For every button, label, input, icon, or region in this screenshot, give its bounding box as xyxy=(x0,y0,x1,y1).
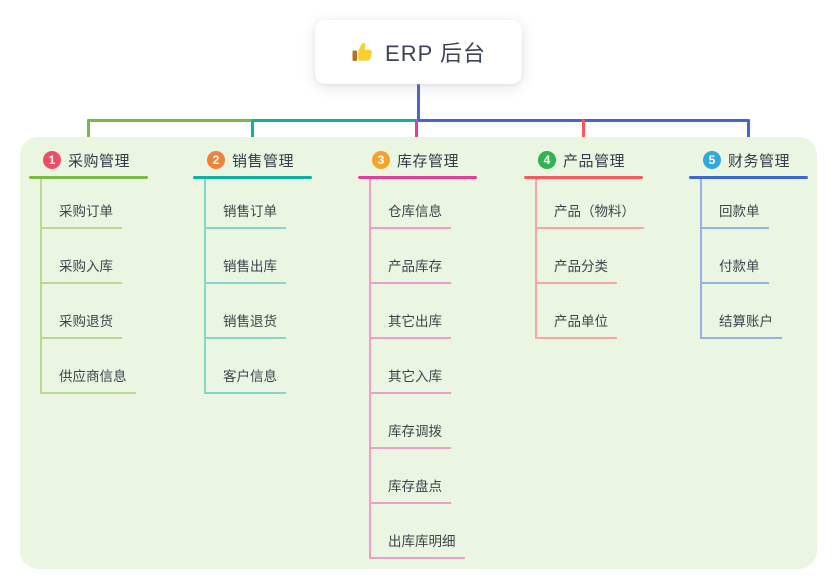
child-node: 供应商信息 xyxy=(42,339,148,394)
child-node: 仓库信息 xyxy=(371,179,477,229)
branch-sales-header[interactable]: 2 销售管理 xyxy=(193,148,312,172)
branch-underline xyxy=(358,176,477,179)
branch-underline xyxy=(29,176,148,179)
connector-drop-finance xyxy=(747,119,750,148)
branch-title: 库存管理 xyxy=(397,152,460,170)
child-node: 销售退货 xyxy=(206,284,312,339)
branch-product: 4 产品管理 产品（物料） 产品分类 产品单位 xyxy=(524,148,644,339)
child-label[interactable]: 客户信息 xyxy=(206,365,286,394)
child-node: 销售出库 xyxy=(206,229,312,284)
branch-title: 采购管理 xyxy=(68,152,131,170)
branch-underline xyxy=(193,176,312,179)
connector-drop-inventory xyxy=(415,119,418,148)
child-node: 采购入库 xyxy=(42,229,148,284)
branch-number-badge: 2 xyxy=(207,151,225,169)
connector-root-vertical xyxy=(417,84,420,122)
child-label[interactable]: 回款单 xyxy=(702,200,769,229)
child-label[interactable]: 产品分类 xyxy=(537,255,617,284)
child-node: 产品分类 xyxy=(537,229,643,284)
branch-title: 产品管理 xyxy=(563,152,626,170)
thumbs-up-icon xyxy=(351,40,375,64)
child-label[interactable]: 采购入库 xyxy=(42,255,122,284)
branch-children: 采购订单 采购入库 采购退货 供应商信息 xyxy=(40,179,148,394)
child-label[interactable]: 产品单位 xyxy=(537,310,617,339)
branch-underline xyxy=(689,176,808,179)
connector-bus-purchase xyxy=(87,119,254,122)
child-node: 产品（物料） xyxy=(537,179,644,229)
child-node: 付款单 xyxy=(702,229,808,284)
child-node: 库存调拨 xyxy=(371,394,477,449)
child-label[interactable]: 销售出库 xyxy=(206,255,286,284)
child-node: 产品库存 xyxy=(371,229,477,284)
child-label[interactable]: 供应商信息 xyxy=(42,365,136,394)
root-node[interactable]: ERP 后台 xyxy=(315,20,522,84)
child-label[interactable]: 出库库明细 xyxy=(371,530,465,559)
child-label[interactable]: 销售订单 xyxy=(206,200,286,229)
child-label[interactable]: 采购订单 xyxy=(42,200,122,229)
child-label[interactable]: 仓库信息 xyxy=(371,200,451,229)
branch-children: 产品（物料） 产品分类 产品单位 xyxy=(535,179,644,339)
child-label[interactable]: 库存盘点 xyxy=(371,475,451,504)
connector-bus-sales xyxy=(252,119,419,122)
connector-drop-purchase xyxy=(87,119,90,148)
branch-children: 回款单 付款单 结算账户 xyxy=(700,179,808,339)
branches-panel xyxy=(20,137,817,569)
branch-number-badge: 4 xyxy=(538,151,556,169)
child-node: 其它入库 xyxy=(371,339,477,394)
child-node: 销售订单 xyxy=(206,179,312,229)
branch-number-badge: 5 xyxy=(703,151,721,169)
branch-product-header[interactable]: 4 产品管理 xyxy=(524,148,643,172)
branch-children: 仓库信息 产品库存 其它出库 其它入库 库存调拨 库存盘点 出库库明细 xyxy=(369,179,477,559)
branch-inventory: 3 库存管理 仓库信息 产品库存 其它出库 其它入库 库存调拨 库存盘点 出库库… xyxy=(358,148,477,559)
child-label[interactable]: 其它出库 xyxy=(371,310,451,339)
child-label[interactable]: 库存调拨 xyxy=(371,420,451,449)
child-label[interactable]: 产品库存 xyxy=(371,255,451,284)
branch-purchase-header[interactable]: 1 采购管理 xyxy=(29,148,148,172)
child-label[interactable]: 结算账户 xyxy=(702,310,782,339)
child-node: 库存盘点 xyxy=(371,449,477,504)
branch-children: 销售订单 销售出库 销售退货 客户信息 xyxy=(204,179,312,394)
child-node: 出库库明细 xyxy=(371,504,477,559)
branch-sales: 2 销售管理 销售订单 销售出库 销售退货 客户信息 xyxy=(193,148,312,394)
child-label[interactable]: 销售退货 xyxy=(206,310,286,339)
connector-drop-product xyxy=(582,119,585,148)
branch-underline xyxy=(524,176,643,179)
branch-title: 财务管理 xyxy=(728,152,791,170)
child-node: 结算账户 xyxy=(702,284,808,339)
branch-number-badge: 1 xyxy=(43,151,61,169)
child-node: 其它出库 xyxy=(371,284,477,339)
child-node: 回款单 xyxy=(702,179,808,229)
child-label[interactable]: 采购退货 xyxy=(42,310,122,339)
branch-title: 销售管理 xyxy=(232,152,295,170)
child-label[interactable]: 付款单 xyxy=(702,255,769,284)
branch-inventory-header[interactable]: 3 库存管理 xyxy=(358,148,477,172)
child-label[interactable]: 其它入库 xyxy=(371,365,451,394)
child-node: 采购退货 xyxy=(42,284,148,339)
branch-finance-header[interactable]: 5 财务管理 xyxy=(689,148,808,172)
child-node: 客户信息 xyxy=(206,339,312,394)
child-node: 采购订单 xyxy=(42,179,148,229)
root-title: ERP 后台 xyxy=(385,41,486,66)
branch-number-badge: 3 xyxy=(372,151,390,169)
child-label[interactable]: 产品（物料） xyxy=(537,200,644,229)
child-node: 产品单位 xyxy=(537,284,643,339)
branch-purchase: 1 采购管理 采购订单 采购入库 采购退货 供应商信息 xyxy=(29,148,148,394)
connector-drop-sales xyxy=(251,119,254,148)
branch-finance: 5 财务管理 回款单 付款单 结算账户 xyxy=(689,148,808,339)
